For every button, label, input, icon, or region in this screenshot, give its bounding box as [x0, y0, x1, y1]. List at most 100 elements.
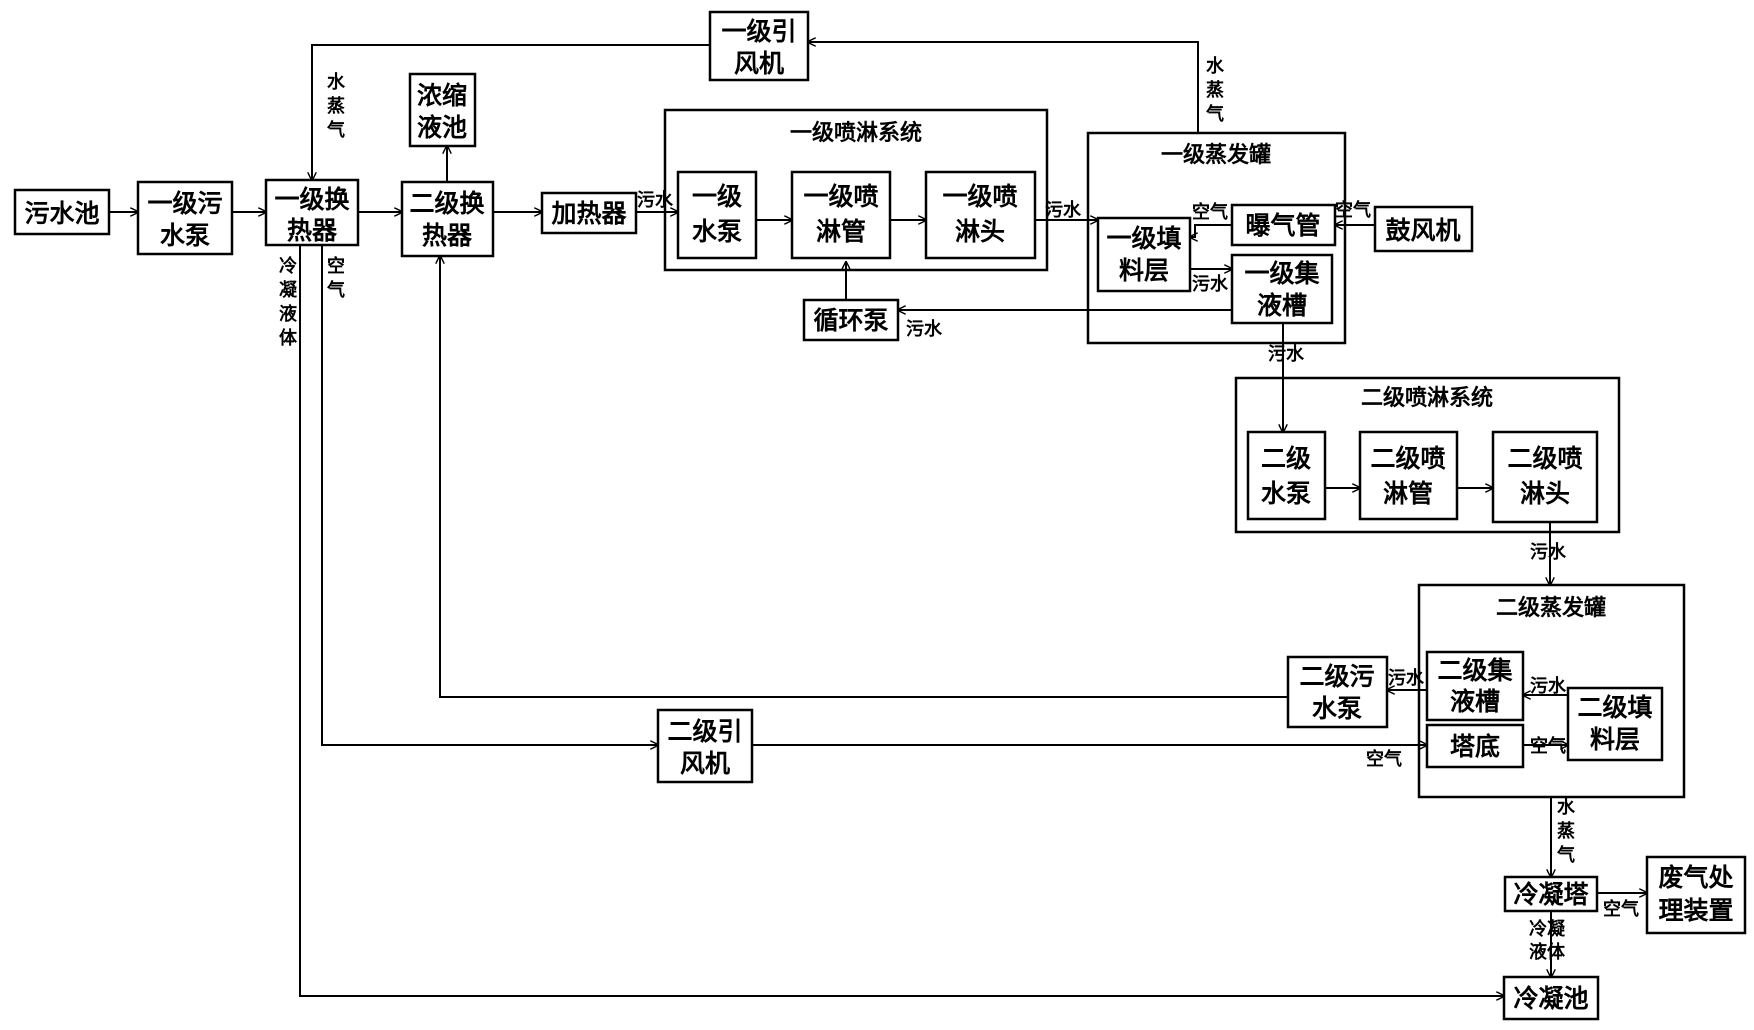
label-air-hx1-2: 气: [326, 279, 345, 301]
node-spray1-pipe: 一级喷 淋管: [790, 170, 892, 260]
label-ww-down2: 污水: [1530, 541, 1567, 563]
label-steam-condenser-3: 气: [1556, 844, 1575, 866]
label-cond-liquid-hx1-3: 液: [279, 303, 298, 325]
node-spray2-pump-line1: 二级: [1261, 444, 1311, 473]
node-pump1-line2: 水泵: [160, 221, 210, 250]
group-evap1: 一级蒸发罐: [1086, 131, 1347, 345]
label-cond-liquid-condenser-1: 冷凝: [1529, 918, 1566, 940]
label-air-blower: 空气: [1335, 199, 1371, 221]
label-ww-circ: 污水: [906, 318, 943, 340]
node-collect2: 二级集 液槽: [1425, 650, 1525, 722]
flow-labels: 水 蒸 气 水 蒸 气 冷 凝 液 体 空 气 污水 污水 空气 空气 污水 污…: [279, 55, 1639, 963]
node-conc-pool-line2: 液池: [417, 113, 467, 142]
label-ww-down1: 污水: [1268, 343, 1305, 365]
node-pump1-line1: 一级污: [147, 189, 222, 218]
label-steam-fan1-1: 水: [1206, 55, 1225, 77]
node-pack1-line2: 料层: [1119, 256, 1169, 285]
node-tower-bottom: 塔底: [1425, 723, 1525, 769]
node-circ-pump: 循环泵: [802, 298, 900, 342]
node-spray2-pump: 二级 水泵: [1246, 430, 1327, 521]
group-evap1-title: 一级蒸发罐: [1161, 142, 1271, 168]
flow-pump2-to-hx2: [440, 256, 1288, 698]
label-steam-condenser-1: 水: [1557, 796, 1576, 818]
node-heater: 加热器: [540, 191, 638, 235]
connections: [109, 42, 1647, 996]
label-ww-pack2: 污水: [1530, 675, 1567, 697]
flow-hx1-to-cond-pool: [299, 245, 1504, 996]
node-conc-pool: 浓缩 液池: [408, 72, 477, 148]
node-aeration-line1: 曝气管: [1245, 211, 1320, 240]
label-cond-liquid-hx1-2: 凝: [279, 279, 298, 301]
node-condenser-line1: 冷凝塔: [1513, 880, 1589, 909]
node-pack2-line1: 二级填: [1577, 693, 1652, 722]
label-steam-hx1-2: 蒸: [327, 96, 345, 117]
node-blower-line1: 鼓风机: [1385, 216, 1460, 245]
label-steam-fan1-3: 气: [1205, 103, 1224, 125]
node-hx1-line1: 一级换: [274, 185, 350, 214]
flow-evap1-steam-to-fan1: [808, 42, 1199, 133]
label-air-fan2: 空气: [1366, 748, 1402, 770]
node-fan1: 一级引 风机: [708, 10, 810, 82]
node-pack1-line1: 一级填: [1106, 224, 1181, 253]
label-ww-collect1: 污水: [1192, 273, 1229, 295]
flow-hx1-to-fan2: [321, 245, 658, 745]
label-steam-condenser-2: 蒸: [1557, 821, 1575, 842]
node-spray1-pipe-line2: 淋管: [816, 217, 866, 246]
label-ww-heater: 污水: [637, 189, 674, 211]
node-collect1-line1: 一级集: [1244, 259, 1320, 288]
node-hx1: 一级换 热器: [264, 178, 360, 247]
node-collect2-line2: 液槽: [1450, 687, 1500, 716]
node-spray1-pump-line1: 一级: [692, 182, 742, 211]
node-wastewater-pool-line1: 污水池: [24, 199, 99, 228]
label-air-aeration-left: 空气: [1192, 201, 1228, 223]
label-steam-hx1-3: 气: [326, 119, 345, 141]
node-blower: 鼓风机: [1373, 205, 1474, 253]
label-cond-liquid-hx1-1: 冷: [279, 255, 297, 277]
flow-aeration-to-pack1: [1190, 224, 1232, 237]
node-spray2-head-line2: 淋头: [1520, 479, 1570, 508]
label-ww-evap1: 污水: [1045, 199, 1082, 221]
node-condenser: 冷凝塔: [1503, 875, 1599, 913]
label-air-hx1-1: 空: [327, 255, 345, 277]
label-cond-liquid-hx1-4: 体: [279, 327, 298, 349]
node-exhaust-line2: 理装置: [1658, 896, 1733, 925]
node-cond-pool: 冷凝池: [1502, 975, 1600, 1021]
node-spray2-pipe-line1: 二级喷: [1370, 444, 1445, 473]
node-collect2-line1: 二级集: [1437, 656, 1513, 685]
node-exhaust: 废气处 理装置: [1645, 855, 1747, 935]
node-circ-pump-line1: 循环泵: [813, 306, 888, 335]
group-spray1-title: 一级喷淋系统: [790, 120, 922, 146]
node-spray1-head-line1: 一级喷: [942, 182, 1017, 211]
node-cond-pool-line1: 冷凝池: [1513, 984, 1588, 1013]
node-heater-line1: 加热器: [550, 199, 627, 228]
node-fan1-line1: 一级引: [721, 17, 796, 46]
node-pump1: 一级污 水泵: [136, 180, 234, 256]
node-hx1-line2: 热器: [287, 216, 338, 245]
label-steam-hx1-1: 水: [327, 71, 346, 93]
node-wastewater-pool: 污水池: [13, 188, 111, 236]
node-fan1-line2: 风机: [734, 49, 784, 78]
label-cond-liquid-condenser-2: 液体: [1529, 941, 1566, 963]
node-spray1-pump-line2: 水泵: [692, 217, 742, 246]
node-hx2: 二级换 热器: [400, 180, 495, 258]
group-spray1: 一级喷淋系统: [663, 108, 1049, 272]
node-collect1-line2: 液槽: [1257, 291, 1307, 320]
flow-fan1-to-hx1: [312, 44, 710, 180]
node-pump2-line1: 二级污: [1299, 662, 1374, 691]
node-fan2: 二级引 风机: [656, 708, 754, 784]
node-hx2-line2: 热器: [422, 221, 473, 250]
node-fan2-line2: 风机: [680, 749, 730, 778]
group-spray2-title: 二级喷淋系统: [1361, 385, 1493, 411]
node-spray2-head: 二级喷 淋头: [1491, 430, 1599, 524]
node-pack1: 一级填 料层: [1096, 216, 1192, 293]
node-pack2: 二级填 料层: [1566, 686, 1664, 762]
node-spray1-head: 一级喷 淋头: [924, 170, 1037, 260]
node-spray2-pump-line2: 水泵: [1261, 479, 1311, 508]
node-pack2-line2: 料层: [1590, 725, 1640, 754]
node-spray1-pump: 一级 水泵: [676, 170, 758, 260]
node-aeration: 曝气管: [1230, 203, 1337, 247]
node-fan2-line1: 二级引: [667, 717, 742, 746]
node-pump2: 二级污 水泵: [1286, 655, 1389, 729]
node-collect1: 一级集 液槽: [1230, 253, 1334, 325]
